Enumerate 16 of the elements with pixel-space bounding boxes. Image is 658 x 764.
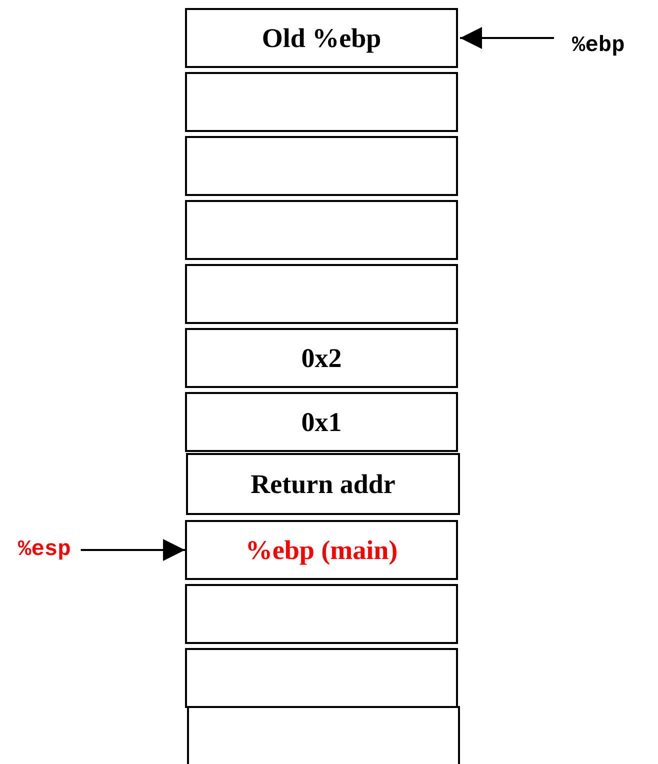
- stack-slot: [185, 648, 458, 708]
- stack-slot: [187, 706, 460, 764]
- register-label: %ebp: [572, 33, 625, 59]
- stack-slot: Old %ebp: [185, 8, 458, 68]
- stack-slot: [185, 72, 458, 132]
- stack-slot: Return addr: [186, 453, 460, 515]
- arrow: [460, 27, 554, 49]
- stack-slot: [185, 584, 458, 644]
- stack-slot: [185, 136, 458, 196]
- register-label: %esp: [18, 537, 71, 563]
- stack-slot: 0x2: [185, 328, 458, 388]
- arrow: [80, 539, 185, 561]
- stack-slot: [185, 200, 458, 260]
- stack-slot: 0x1: [185, 392, 458, 452]
- stack-slot: [185, 264, 458, 324]
- stack-slot: %ebp (main): [185, 520, 458, 580]
